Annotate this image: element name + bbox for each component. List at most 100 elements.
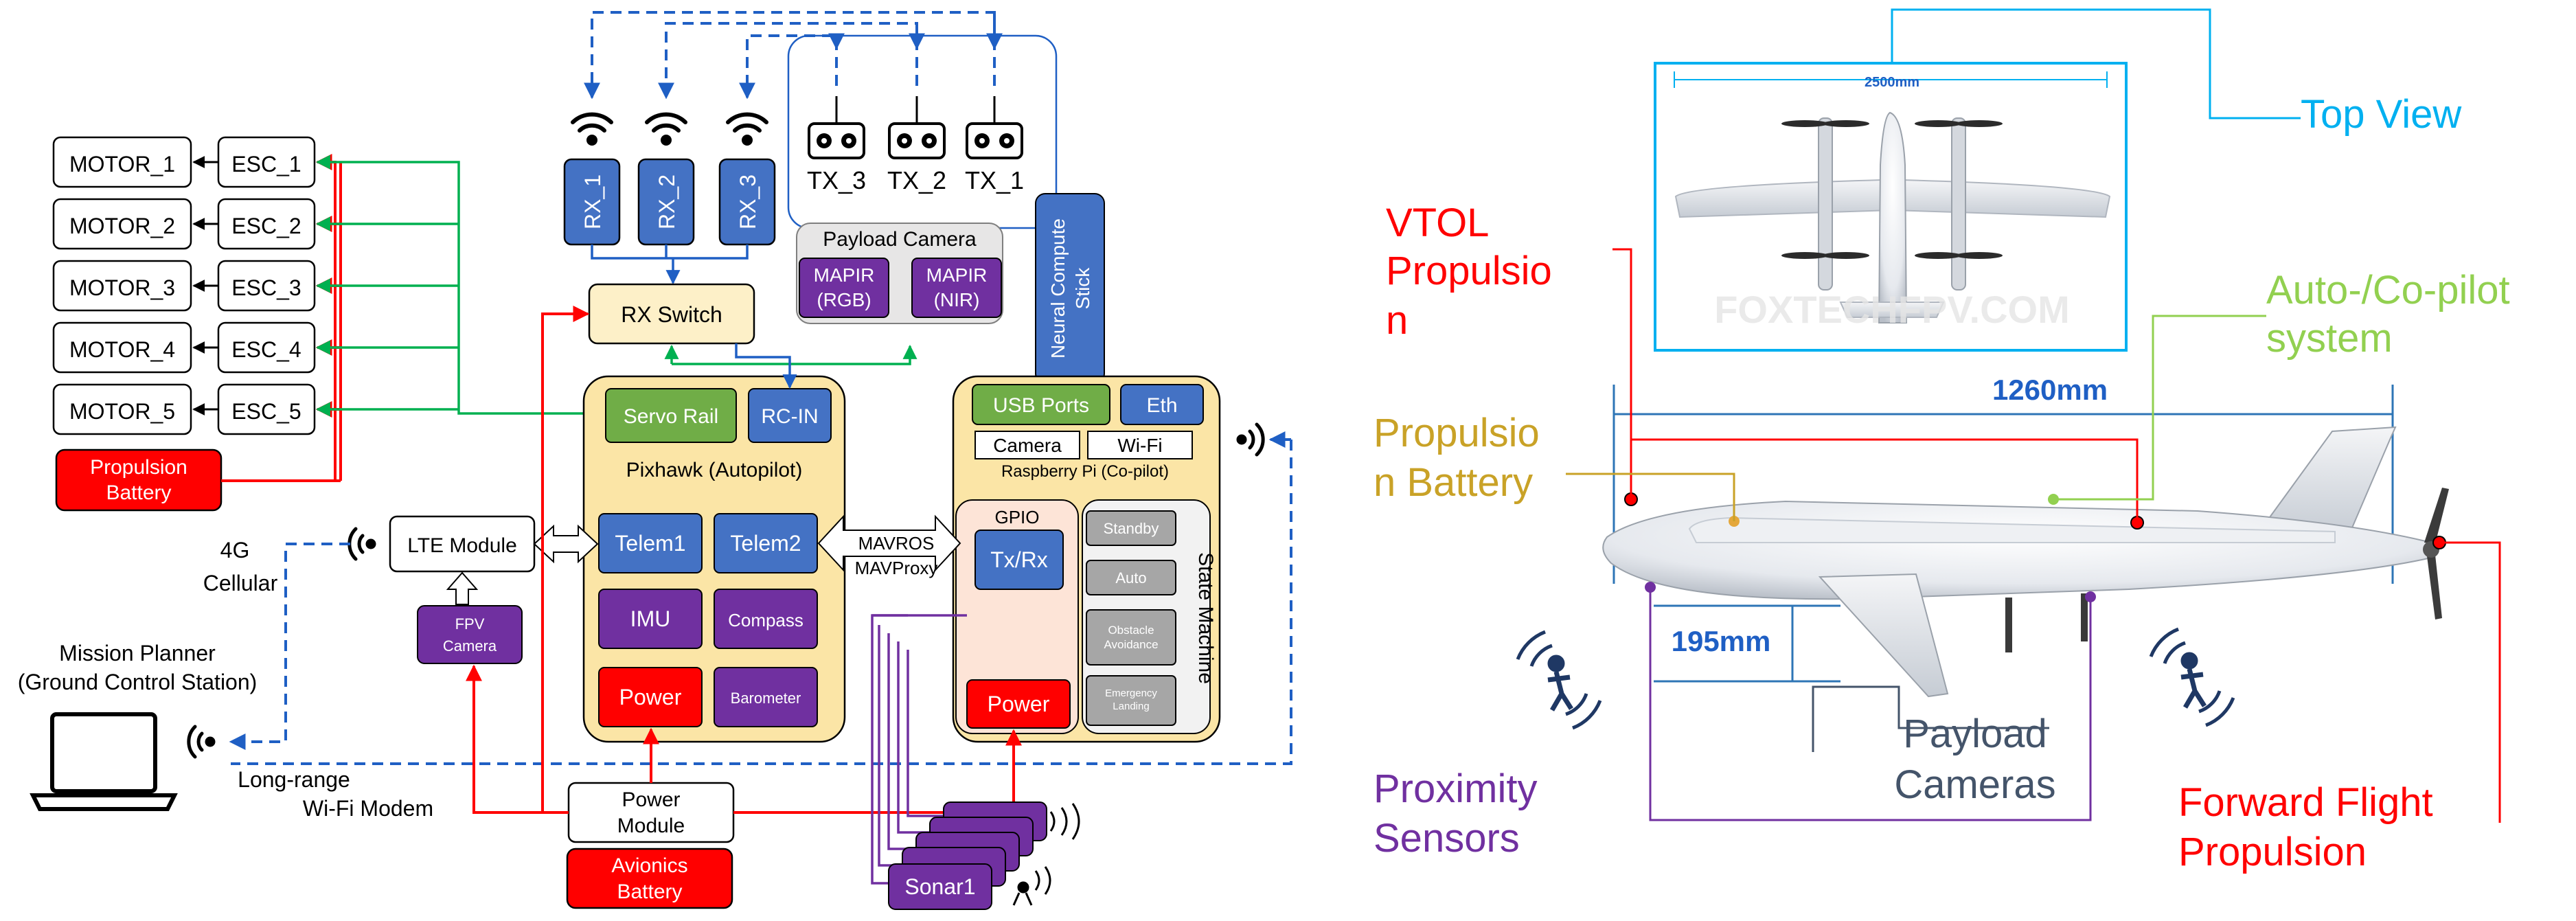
receiver-label: RX_3	[736, 174, 760, 229]
pi-power-label: Power	[988, 692, 1050, 716]
eth-label: Eth	[1146, 394, 1177, 417]
motor-box	[52, 260, 192, 312]
wifi-modem-label: Wi-Fi Modem	[303, 796, 433, 821]
motor-box	[52, 198, 192, 250]
vtol-label: n	[1386, 298, 1408, 343]
camera-nir-label: (NIR)	[934, 289, 980, 310]
servo-rail-label: Servo Rail	[624, 405, 718, 428]
motor-group: MOTOR_1 MOTOR_2 MOTOR_3 MOTOR_4 MOTOR_5	[52, 136, 192, 435]
transmitter-icon	[888, 96, 946, 159]
autopilot-label: Auto-/Co-pilot	[2266, 268, 2510, 312]
forward-label: Forward Flight	[2178, 780, 2433, 825]
esc-label: ESC_5	[231, 399, 301, 424]
power-module-label: Power	[622, 788, 680, 811]
height-label: 195mm	[1672, 625, 1771, 657]
camera-rgb-label: MAPIR	[814, 264, 875, 286]
wifi-icon	[571, 112, 613, 146]
payload-leader	[1812, 685, 2049, 752]
fpv-lte-arrow	[446, 571, 479, 605]
motor-box	[52, 321, 192, 374]
top-view-leader	[1891, 8, 2301, 120]
cellular-label: 4G	[220, 538, 250, 562]
rc-in-label: RC-IN	[761, 405, 818, 428]
motor-box	[52, 136, 192, 188]
rx-switch-pixhawk-links	[664, 343, 917, 389]
motor-box	[52, 383, 192, 435]
pixhawk-title: Pixhawk (Autopilot)	[626, 459, 803, 481]
wingspan-label: 2500mm	[1865, 75, 1919, 90]
eth-box	[1120, 384, 1204, 425]
state-obstacle-wrap: Obstacle Avoidance	[1104, 623, 1159, 651]
wifi-icon	[645, 112, 687, 146]
lte-module-label: LTE Module	[407, 534, 517, 557]
payload-cameras-label: Payload	[1903, 712, 2047, 756]
tx-label: TX_3	[807, 166, 866, 194]
rx-switch-label: RX Switch	[621, 302, 722, 327]
telem1-box	[598, 513, 703, 573]
wifi-icon	[726, 112, 768, 146]
motor-label: MOTOR_5	[69, 399, 175, 424]
sonar-label: Sonar1	[904, 874, 975, 899]
barometer-box	[714, 667, 818, 727]
battery-label: n Battery	[1374, 460, 1533, 505]
pi-camera-label: Camera	[993, 435, 1062, 456]
state-obstacle-box	[1086, 609, 1176, 666]
esc-label: ESC_1	[231, 152, 301, 177]
esc-label: ESC_2	[231, 214, 301, 238]
pixhawk-power-label: Power	[619, 685, 682, 709]
camera-rgb-box	[799, 258, 889, 318]
barometer-label: Barometer	[731, 690, 801, 707]
sonar-stack: Sonar1	[888, 801, 1047, 910]
state-emergency-label: Emergency Landing	[1105, 687, 1157, 712]
servo-rail-box	[605, 388, 737, 443]
fpv-camera-label: FPV	[455, 615, 485, 633]
receiver-group: RX_1 RX_2 RX_3	[563, 158, 776, 246]
camera-rgb-label: (RGB)	[817, 289, 871, 310]
pi-title: Raspberry Pi (Co-pilot)	[1001, 462, 1169, 481]
lte-signal-icon	[347, 527, 376, 561]
mavros-arrow	[817, 514, 961, 572]
pi-wifi-label: Wi-Fi	[1117, 435, 1162, 456]
lte-telem-arrow	[533, 524, 599, 564]
esc-motor-arrows	[192, 156, 218, 416]
side-view-aircraft	[1602, 426, 2449, 698]
compass-label: Compass	[728, 610, 803, 630]
top-view-aircraft	[1674, 111, 2111, 323]
camera-nir-label: MAPIR	[926, 264, 988, 286]
state-standby-label: Standby	[1104, 520, 1159, 537]
propulsion-battery-label: Battery	[106, 481, 171, 504]
state-standby-box	[1086, 510, 1176, 546]
state-obstacle-label: Obstacle Avoidance	[1104, 623, 1159, 651]
neural-stick-box	[1035, 193, 1105, 384]
top-view-label: Top View	[2301, 92, 2462, 137]
state-auto-label: Auto	[1115, 569, 1146, 587]
servo-signal-lines	[315, 155, 608, 417]
watermark: FOXTECHFPV.COM	[1714, 288, 2070, 331]
fpv-camera-label: Camera	[443, 637, 497, 655]
autopilot-leader	[2053, 315, 2266, 501]
imu-label: IMU	[630, 606, 671, 631]
fpv-camera-box	[417, 605, 523, 664]
tx-label: TX_1	[965, 166, 1024, 194]
state-auto-box	[1086, 560, 1176, 595]
compass-box	[714, 589, 818, 649]
telem1-label: Telem1	[615, 531, 685, 556]
vtol-label: VTOL	[1386, 201, 1489, 245]
transmitter-icon	[808, 96, 865, 159]
txrx-label: Tx/Rx	[990, 547, 1048, 572]
proximity-leader	[1649, 587, 2092, 821]
avionics-battery-label: Avionics	[611, 854, 687, 877]
rx-switch-links	[591, 245, 749, 285]
sonar-wave-icon	[1012, 803, 1080, 906]
autopilot-label: system	[2266, 316, 2393, 361]
tx-rx-links	[584, 11, 1003, 100]
usb-ports-box	[972, 384, 1110, 425]
receiver-label: RX_2	[654, 174, 679, 229]
telem2-label: Telem2	[730, 531, 801, 556]
power-module-label: Module	[617, 815, 685, 837]
forward-leader	[2439, 541, 2501, 823]
usb-ports-label: USB Ports	[993, 394, 1089, 417]
motor-label: MOTOR_2	[69, 214, 175, 238]
length-label: 1260mm	[1992, 374, 2108, 406]
